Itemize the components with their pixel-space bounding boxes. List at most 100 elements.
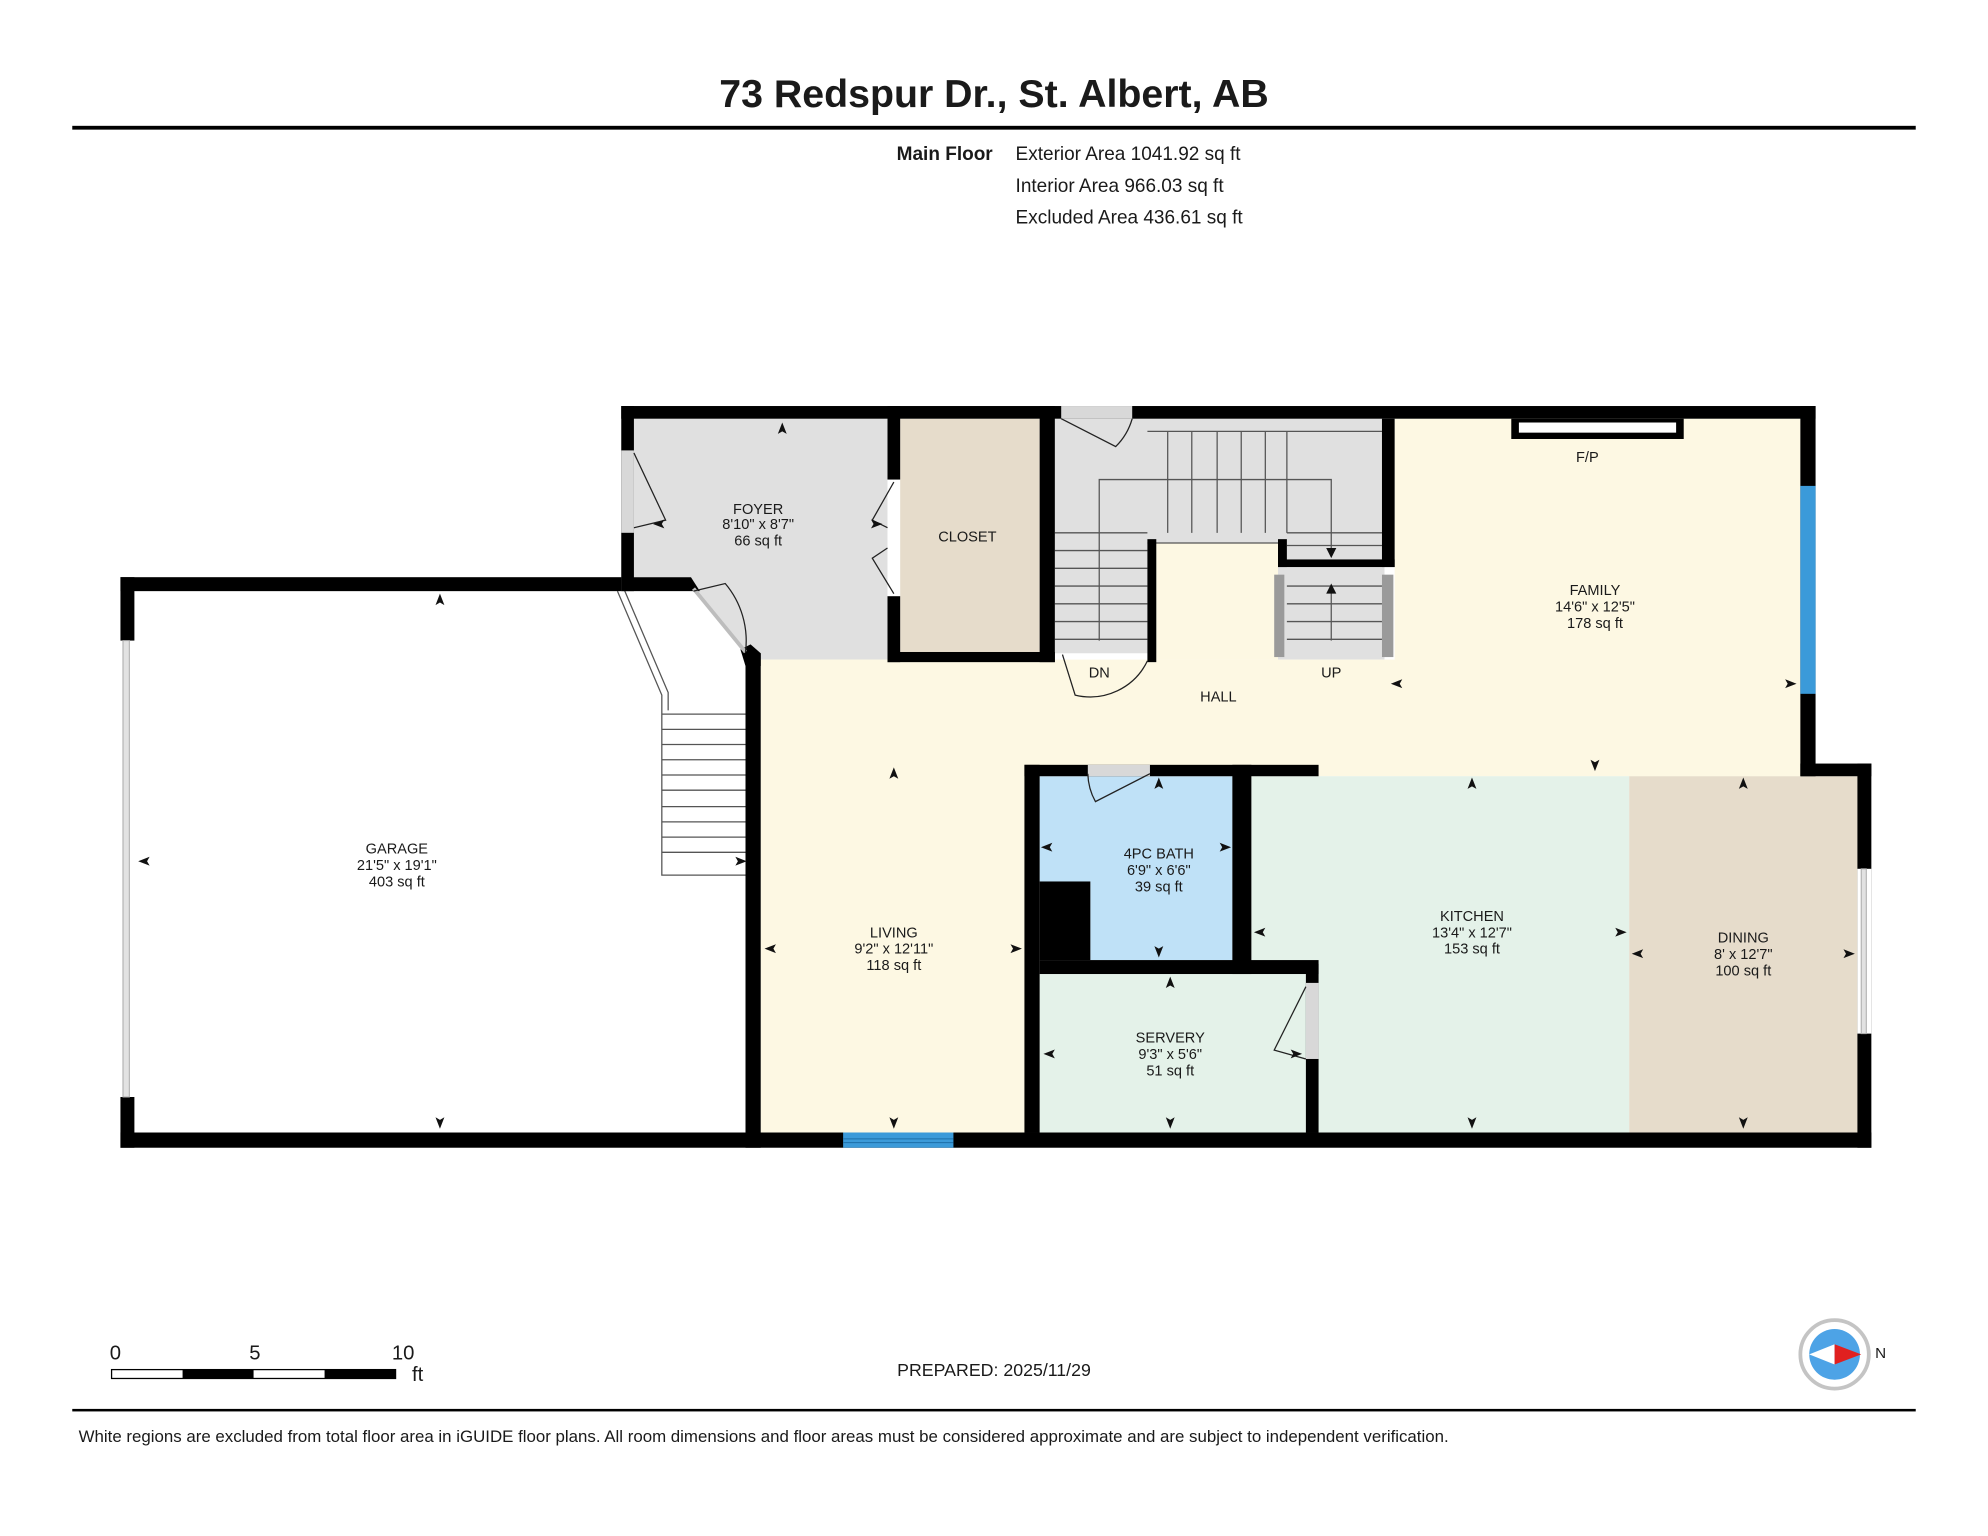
scale-bar-segment xyxy=(182,1369,254,1379)
fireplace-hearth xyxy=(1518,422,1677,433)
stair-door-opening xyxy=(1061,406,1133,419)
garage-top-wall xyxy=(120,577,622,592)
front-door-opening xyxy=(621,450,634,533)
main-stairs xyxy=(1054,430,1382,641)
bath-fill xyxy=(1039,776,1233,961)
dimension-arrow-icon xyxy=(435,1117,445,1129)
living-bath-wall xyxy=(1024,764,1040,1133)
title-rule xyxy=(72,125,1916,130)
foyer-dims: 8'10" x 8'7" xyxy=(722,517,794,533)
stair-down-path xyxy=(1098,478,1332,641)
living-window-lines xyxy=(843,1138,954,1144)
family-area: 178 sq ft xyxy=(1567,616,1623,632)
garage-stairs xyxy=(616,588,746,876)
scale-unit: ft xyxy=(412,1364,424,1386)
garage-left-wall-top xyxy=(120,577,135,641)
dining-dims: 8' x 12'7" xyxy=(1714,947,1773,963)
dining-fill xyxy=(1629,776,1858,1133)
living-area: 118 sq ft xyxy=(866,958,921,974)
family-name: FAMILY xyxy=(1570,583,1621,599)
stair-treads-upper xyxy=(1147,430,1382,547)
living-dims: 9'2" x 12'11" xyxy=(854,942,933,958)
closet-right-wall xyxy=(1039,406,1055,663)
foyer-fill xyxy=(633,418,888,661)
servery-fill xyxy=(1039,974,1306,1133)
closet-fill xyxy=(900,418,1040,652)
dimension-arrow-icon xyxy=(435,593,445,606)
hall-name: HALL xyxy=(1200,689,1236,705)
stair-landing-wall xyxy=(1278,559,1395,568)
kitchen-name: KITCHEN xyxy=(1440,909,1504,925)
stair-divider-wall xyxy=(1278,539,1287,568)
scale-tick-0: 0 xyxy=(110,1342,121,1364)
living-window xyxy=(843,1132,954,1148)
interior-area: Interior Area 966.03 sq ft xyxy=(1016,176,1225,197)
footer-rule xyxy=(72,1408,1916,1412)
stair-treads-up xyxy=(1286,585,1382,640)
closet-bottom-wall xyxy=(887,651,1055,663)
bath-door-swing xyxy=(1087,773,1151,803)
bath-top-wall xyxy=(1024,764,1319,777)
bath-name: 4PC BATH xyxy=(1124,847,1194,863)
stair-door-swing xyxy=(1060,418,1133,448)
servery-name: SERVERY xyxy=(1136,1030,1205,1046)
bath-cabinet-block xyxy=(1039,881,1091,961)
floor-name: Main Floor xyxy=(897,144,994,165)
compass-tail xyxy=(1809,1344,1835,1365)
garage-stair-treads xyxy=(661,713,746,853)
stair-family-wall xyxy=(1381,418,1395,568)
room-labels: FOYER 8'10" x 8'7" 66 sq ft CLOSET F/P F… xyxy=(357,450,1773,1080)
servery-dims: 9'3" x 5'6" xyxy=(1138,1047,1202,1063)
stair-inner-wall xyxy=(1147,539,1157,663)
stair-up-arrow-icon xyxy=(1326,583,1337,594)
walls xyxy=(120,406,1872,1148)
stairs-up-label: UP xyxy=(1321,665,1341,681)
garage-entry-door-swing xyxy=(693,582,747,653)
kitchen-area: 153 sq ft xyxy=(1444,942,1500,958)
living-name: LIVING xyxy=(870,925,918,941)
family-window xyxy=(1800,485,1816,694)
stair-treads-lower xyxy=(1054,532,1148,640)
foyer-area: 66 sq ft xyxy=(734,533,782,549)
family-fill xyxy=(1394,418,1801,777)
page-title: 73 Redspur Dr., St. Albert, AB xyxy=(719,72,1269,116)
garage-stair-railing-inner xyxy=(623,588,669,711)
excluded-area: Excluded Area 436.61 sq ft xyxy=(1016,207,1244,228)
garage-door xyxy=(122,640,130,1098)
closet-name: CLOSET xyxy=(938,530,996,546)
family-dims: 14'6" x 12'5" xyxy=(1555,599,1635,615)
bath-right-wall xyxy=(1232,764,1252,975)
dimension-arrow-icon xyxy=(138,856,150,866)
door-swings xyxy=(633,418,1307,1060)
bath-door-opening xyxy=(1087,764,1150,777)
dining-window-pane xyxy=(1860,868,1867,1035)
foyer-closet-wall-bottom xyxy=(887,596,901,663)
stair-down-arrow-icon xyxy=(1326,548,1337,559)
bath-area: 39 sq ft xyxy=(1135,880,1183,896)
front-door-swing xyxy=(633,452,667,529)
upper-hall-fill xyxy=(1156,542,1278,660)
bottom-exterior-wall xyxy=(120,1132,1872,1148)
dining-top-wall xyxy=(1800,763,1872,777)
foyer-name: FOYER xyxy=(733,502,783,518)
stair-railing-left xyxy=(1274,574,1285,658)
garage-living-wall xyxy=(745,653,761,1148)
stairs-down-label: DN xyxy=(1089,665,1110,681)
servery-area: 51 sq ft xyxy=(1146,1063,1194,1079)
garage-name: GARAGE xyxy=(366,842,429,858)
disclaimer: White regions are excluded from total fl… xyxy=(79,1427,1449,1446)
garage-stair-railing xyxy=(616,590,746,876)
foyer-closet-wall-top xyxy=(887,406,901,480)
stair-down-door-swing xyxy=(1061,654,1148,698)
garage-wall-jog xyxy=(621,577,700,592)
kitchen-fill xyxy=(1251,776,1630,1133)
prepared-date: PREPARED: 2025/11/29 xyxy=(897,1360,1091,1380)
bath-bottom-wall xyxy=(1039,960,1319,975)
living-fill xyxy=(760,659,1025,1133)
bath-dims: 6'9" x 6'6" xyxy=(1127,863,1191,879)
dimension-arrow-icon xyxy=(735,856,747,866)
compass-icon: N xyxy=(1798,1318,1886,1391)
compass-north-pointer xyxy=(1834,1344,1862,1365)
garage-area: 403 sq ft xyxy=(369,875,425,891)
